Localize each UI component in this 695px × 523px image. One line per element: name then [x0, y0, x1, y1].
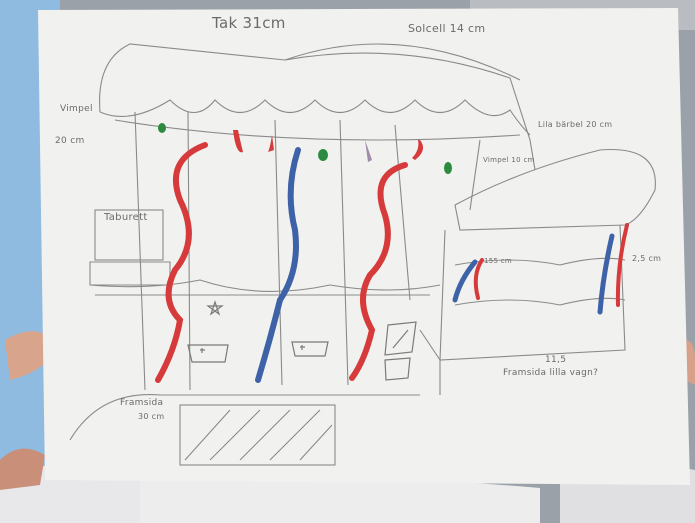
label-bottom-right-1: 11,5 [545, 355, 567, 365]
label-side-far: 2,5 cm [632, 254, 662, 263]
paper-sheet [38, 8, 690, 485]
label-roof: Tak 31cm [212, 14, 286, 32]
label-sail: Solcell 14 cm [408, 22, 486, 35]
gamepad-icon [291, 341, 329, 357]
label-bottom-left-1: Framsida [120, 398, 164, 408]
ribbons [155, 142, 629, 383]
label-side-right: Lila bärbel 20 cm [538, 120, 613, 129]
gamepad-icon [187, 344, 229, 363]
finger-left [5, 331, 55, 380]
label-side-left-2: 20 cm [55, 136, 85, 146]
sleeve-center [140, 476, 540, 523]
label-bottom-right-2: Framsida lilla vagn? [503, 368, 599, 378]
label-sign: Taburett [104, 212, 148, 223]
label-right-small: Vimpel 10 cm [483, 156, 535, 164]
pennants [158, 123, 452, 174]
picture-frame-icon [384, 321, 417, 356]
label-bottom-left-2: 30 cm [138, 412, 165, 421]
label-side-left-1: Vimpel [60, 104, 93, 114]
label-side-mid: 155 cm [484, 257, 513, 265]
star-icon [206, 300, 224, 316]
